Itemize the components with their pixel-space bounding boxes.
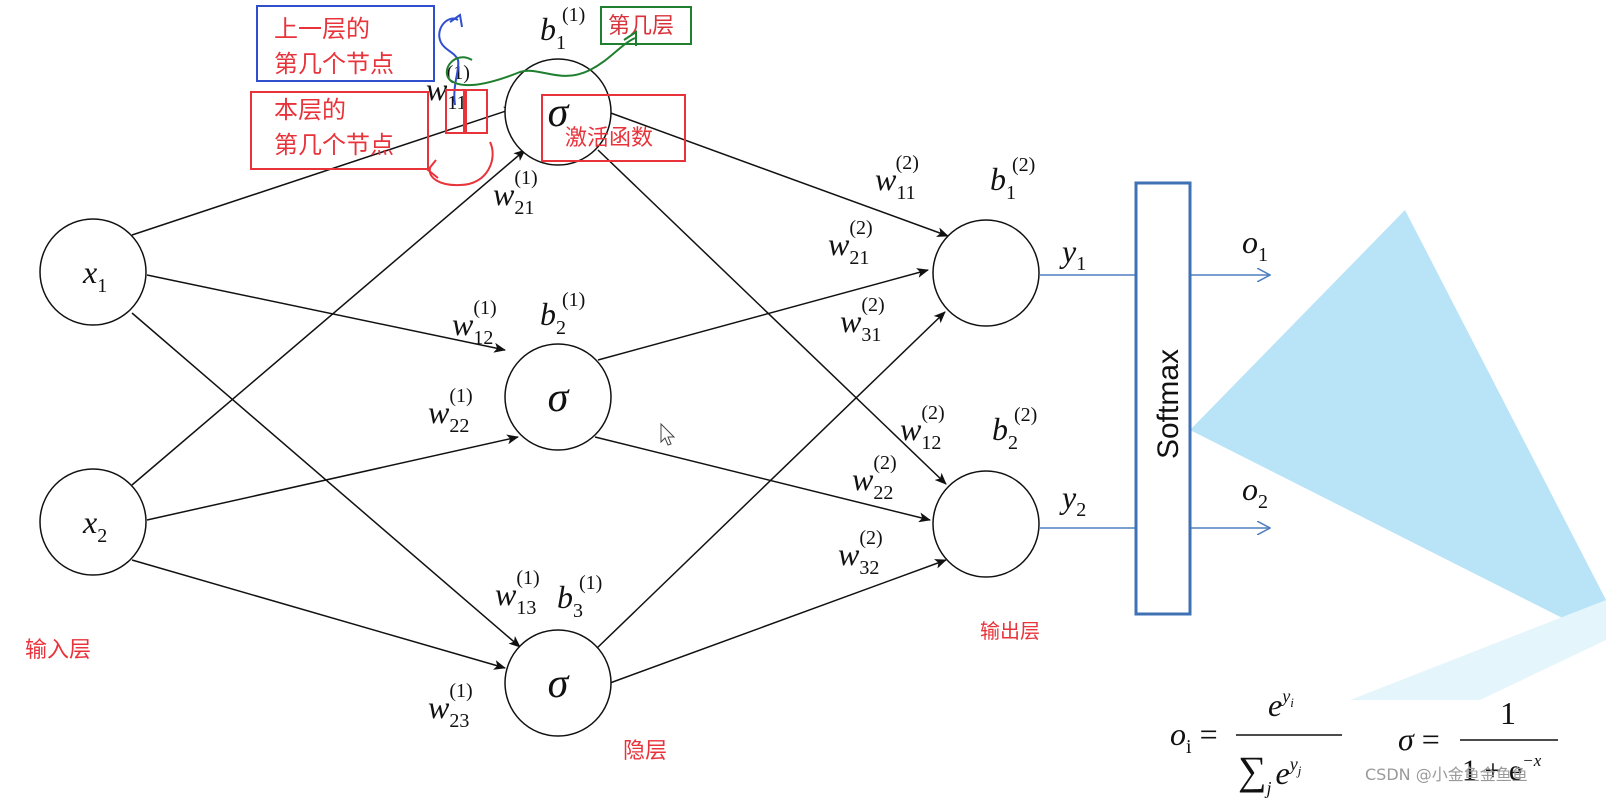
softmax-label: Softmax	[1152, 349, 1185, 459]
edge-h2-o1	[597, 268, 929, 361]
decorative-cone	[1190, 210, 1606, 640]
svg-text:x2: x2	[82, 504, 107, 547]
edge-h3-o2	[609, 559, 947, 684]
handwritten-marks	[426, 13, 637, 187]
weights-layer1: w11(1) w21(1) w12(1) w22(1) w13(1) w23(1…	[426, 62, 540, 732]
weight-w23-1: w23(1)	[428, 680, 473, 732]
bias-h3: b3(1)	[557, 572, 602, 622]
svg-text:1 + e−x: 1 + e−x	[1462, 751, 1542, 787]
softmax-box	[1134, 181, 1192, 616]
edges-layer2	[594, 111, 949, 684]
edge-x2-h1	[131, 149, 526, 486]
weight-w22-2: w22(2)	[852, 452, 897, 504]
input-node-1: x1	[39, 218, 147, 326]
final-o2: o2	[1242, 471, 1268, 513]
svg-text:上一层的: 上一层的	[274, 15, 370, 43]
weight-w32-2: w32(2)	[838, 527, 883, 579]
svg-text:oi=: oi=	[1170, 716, 1218, 758]
annotation-layer-index: 第几层	[600, 6, 692, 45]
svg-text:x1: x1	[82, 254, 107, 297]
output-y1: y1	[1059, 233, 1086, 275]
weight-w12-1: w12(1)	[452, 297, 497, 349]
label-output-layer: 输出层	[980, 619, 1040, 643]
cursor-icon	[660, 422, 676, 446]
weights-layer2: w11(2) w21(2) w31(2) w12(2) w22(2) w32(2…	[828, 152, 945, 579]
edge-x2-h2	[146, 434, 519, 521]
svg-text:σ: σ	[548, 375, 571, 421]
edges-layer1	[131, 106, 526, 670]
hidden-node-3: σ	[504, 629, 612, 737]
output-node-2	[932, 470, 1040, 578]
svg-text:激活函数: 激活函数	[565, 126, 653, 151]
hidden-node-1: σ	[504, 58, 612, 166]
svg-text:第几个节点: 第几个节点	[274, 50, 394, 78]
input-node-2: x2	[39, 468, 147, 576]
svg-text:第几个节点: 第几个节点	[274, 131, 394, 159]
annotation-activation: 激活函数	[541, 94, 686, 162]
annotation-prev-layer: 上一层的 第几个节点	[256, 5, 435, 82]
label-input-layer: 输入层	[25, 638, 91, 663]
bias-h2: b2(1)	[540, 289, 585, 339]
weight-w21-1: w21(1)	[493, 167, 538, 219]
edge-x1-h2	[146, 274, 506, 353]
edge-h2-o2	[594, 436, 931, 523]
edge-x1-h1	[131, 106, 516, 236]
weight-w22-1: w22(1)	[428, 385, 473, 437]
output-node-1	[932, 219, 1040, 327]
output-y2: y2	[1059, 479, 1086, 521]
final-o1: o1	[1242, 224, 1268, 266]
label-hidden-layer: 隐层	[623, 739, 667, 764]
svg-text:σ: σ	[548, 661, 571, 707]
svg-text:第几层: 第几层	[608, 14, 674, 39]
edge-x2-h3	[131, 559, 506, 670]
svg-text:eyi: eyi	[1268, 686, 1294, 723]
svg-text:1: 1	[1500, 695, 1516, 731]
bias-h1: b1(1)	[540, 4, 585, 54]
edge-h1-o2	[597, 149, 947, 485]
weight-w11-2: w11(2)	[875, 152, 919, 204]
decorative-cone-shade	[1350, 600, 1606, 700]
svg-text:σ: σ	[548, 90, 571, 136]
edge-h1-o1	[607, 111, 949, 237]
weight-w13-1: w13(1)	[495, 567, 540, 619]
sigmoid-formula: σ= 1 1 + e−x	[1398, 695, 1558, 787]
weight-w12-2: w12(2)	[900, 402, 945, 454]
weight-w21-2: w21(2)	[828, 217, 873, 269]
bias-o2: b2(2)	[992, 404, 1037, 454]
svg-text:σ=: σ=	[1398, 721, 1440, 757]
hidden-node-2: σ	[504, 343, 612, 451]
svg-text:本层的: 本层的	[274, 96, 346, 124]
output-lines	[1040, 275, 1270, 528]
annotation-this-layer: 本层的 第几个节点	[250, 91, 429, 170]
watermark: CSDN @小金鱼金鱼鱼	[1365, 765, 1528, 784]
bias-o1: b1(2)	[990, 154, 1035, 204]
weight-w31-2: w31(2)	[840, 294, 885, 346]
